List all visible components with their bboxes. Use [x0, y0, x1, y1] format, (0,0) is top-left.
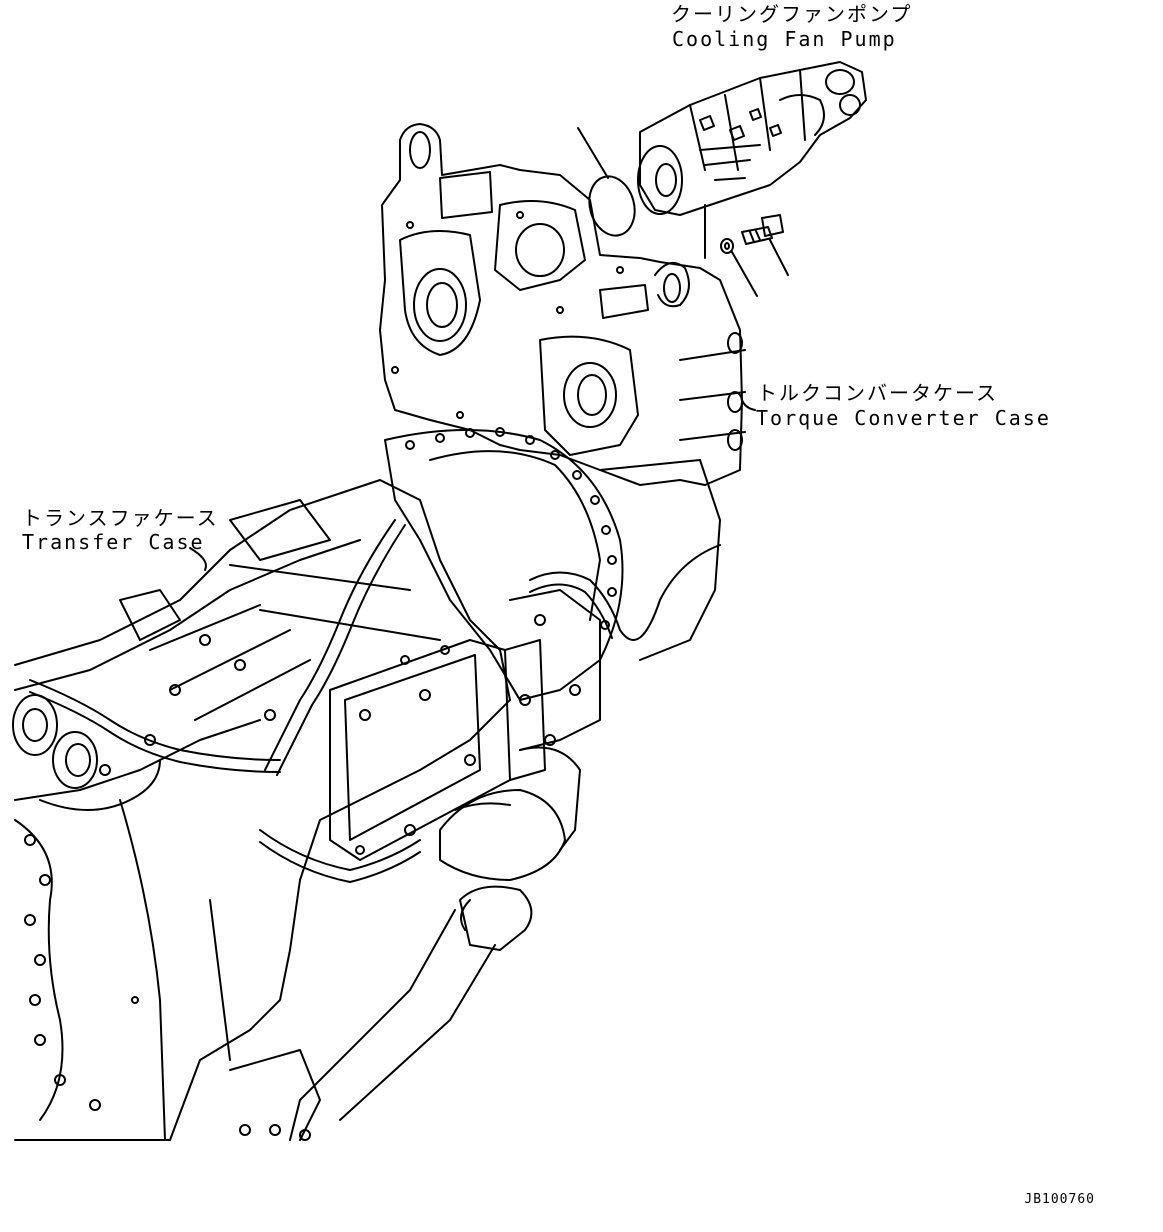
bolt-leader — [769, 239, 789, 276]
cooling-fan-pump-label-jp: クーリングファンポンプ — [671, 2, 913, 26]
drive-shaft[interactable] — [289, 746, 581, 1141]
converter-housing[interactable] — [384, 427, 721, 701]
transfer-case[interactable] — [12, 479, 511, 1141]
torque-converter-leader — [741, 399, 756, 411]
transfer-case-leader — [189, 547, 207, 571]
o-ring-leader — [577, 127, 609, 179]
transfer-case-label-jp: トランスファケース — [22, 506, 219, 530]
cooling-fan-pump-label-en: Cooling Fan Pump — [672, 27, 897, 51]
o-ring[interactable] — [583, 171, 641, 240]
torque-converter-case-label-jp: トルクコンバータケース — [757, 381, 998, 405]
control-valve-block[interactable] — [329, 589, 601, 861]
bolt[interactable] — [741, 214, 784, 245]
torque-converter-case-label-en: Torque Converter Case — [756, 406, 1051, 430]
drawing-number: JB100760 — [1024, 1192, 1095, 1207]
transfer-case-label-en: Transfer Case — [22, 530, 205, 554]
cooling-fan-pump[interactable] — [637, 61, 867, 216]
washer-leader — [731, 251, 758, 297]
washer[interactable] — [720, 238, 734, 254]
hoses — [29, 519, 721, 883]
